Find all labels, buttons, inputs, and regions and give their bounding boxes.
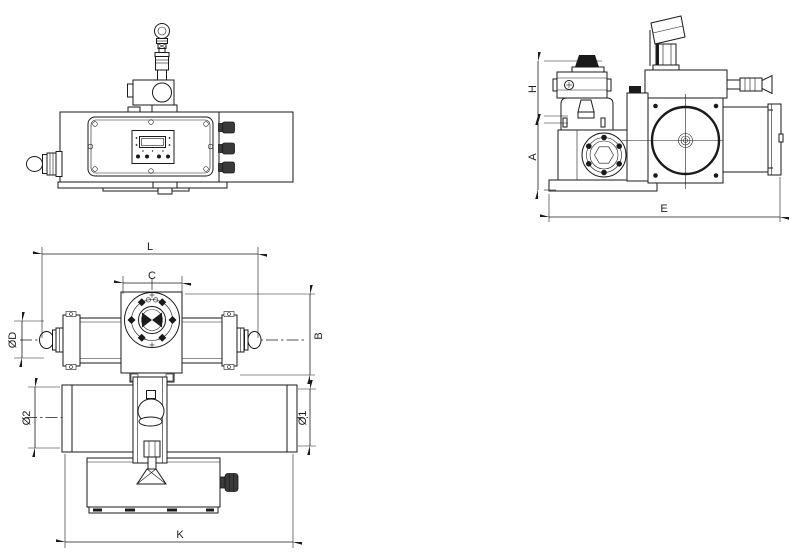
dimension-O2: Ø2 [21, 387, 60, 448]
dim-label-K: K [176, 529, 184, 541]
pressure-regulator [552, 55, 612, 99]
lifting-eye [154, 23, 170, 53]
panel-button [166, 154, 170, 159]
display-screen [139, 136, 166, 148]
dim-label-A: A [527, 153, 539, 161]
dim-label-L: L [147, 241, 153, 253]
stem-flange-top [120, 291, 183, 374]
dimension-H: H [527, 61, 602, 116]
panel-button [157, 154, 161, 159]
dim-label-H: H [527, 85, 539, 93]
junction-box-gland [219, 473, 239, 492]
exhaust-fitting [726, 74, 773, 95]
dimension-OD: ØD [7, 321, 44, 358]
right-end-plug [236, 327, 262, 353]
air-tank-top [61, 384, 298, 453]
dimension-E: E [549, 177, 780, 222]
dim-label-C: C [148, 270, 156, 282]
left-end-plug [39, 327, 64, 353]
pilot-valve-stack [127, 52, 178, 113]
dimension-B: B [185, 294, 325, 375]
control-panel [131, 130, 175, 164]
dimension-K: K [65, 454, 293, 548]
dim-label-O2: Ø2 [21, 411, 33, 426]
indicator-column [626, 86, 649, 182]
dim-label-OD: ØD [7, 332, 19, 349]
front-view [26, 23, 294, 195]
actuator-housing [59, 111, 294, 183]
panel-button [145, 154, 149, 159]
baseplate [548, 179, 658, 192]
dimension-L: L [42, 241, 258, 338]
panel-button [136, 154, 140, 159]
top-manifold-block [644, 69, 728, 99]
stem-flange-side [581, 132, 627, 178]
dimension-O1: Ø1 [297, 389, 316, 446]
left-plug-fitting [26, 151, 63, 177]
cable-glands [218, 121, 235, 174]
solenoid-top-view [137, 390, 165, 427]
breather-funnel [136, 440, 167, 485]
regulator-bracket [560, 97, 614, 130]
dim-label-E: E [660, 203, 667, 215]
dim-label-O1: Ø1 [297, 411, 309, 426]
solenoid-valve [649, 15, 686, 71]
side-view: H A E [527, 15, 784, 222]
actuator-end-plate [622, 94, 751, 189]
dimension-A: A [527, 123, 568, 190]
dim-label-B: B [313, 332, 325, 339]
dimension-C: C [123, 270, 182, 294]
air-cylinder-side [722, 103, 784, 176]
top-view: L C B ØD Ø2 [7, 241, 325, 548]
bottom-mount [57, 181, 228, 195]
